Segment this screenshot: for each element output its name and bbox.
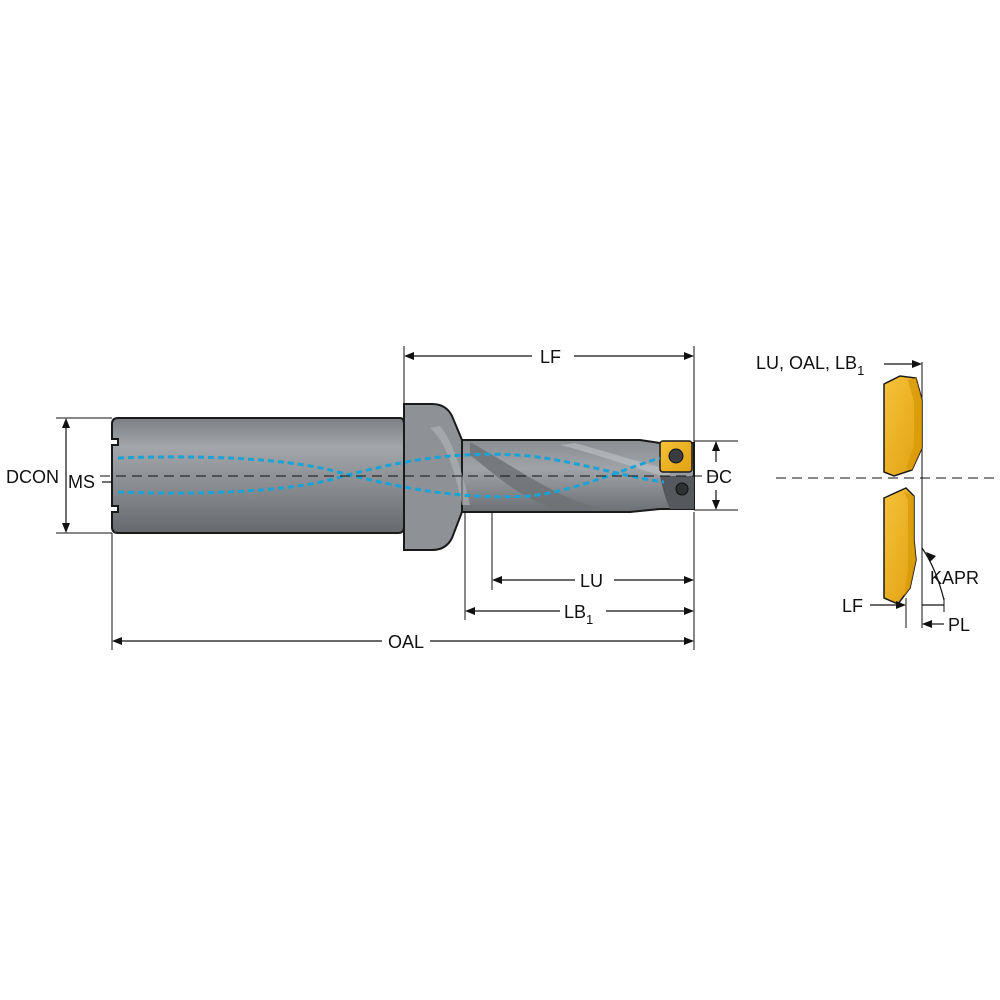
drill-body xyxy=(111,403,695,551)
lf-label: LF xyxy=(540,347,561,367)
flute-highlight xyxy=(560,443,670,478)
lb1-label: LB1 xyxy=(564,602,593,627)
dim-lu xyxy=(491,512,695,650)
flute-shading-2 xyxy=(430,426,470,505)
dim-oal xyxy=(111,533,694,650)
dc-label: DC xyxy=(706,467,732,487)
insert-lf-arrow xyxy=(896,601,906,609)
upper-insert-facet xyxy=(906,378,922,470)
kapr-label: KAPR xyxy=(930,568,979,588)
insert-screw-icon xyxy=(668,448,684,464)
lu-label: LU xyxy=(580,571,603,591)
coolant-channel-upper xyxy=(117,455,661,499)
dim-dc xyxy=(694,440,738,511)
insert-title-arrow xyxy=(912,360,922,368)
insert-lf-label: LF xyxy=(842,596,863,616)
inner-insert-screw-icon xyxy=(675,482,689,496)
coolant-channel-lower xyxy=(117,452,665,495)
pl-label: PL xyxy=(948,615,970,635)
dim-lb1 xyxy=(464,512,694,620)
insert-title-label: LU, OAL, LB1 xyxy=(756,353,864,378)
kapr-arrow xyxy=(926,552,936,562)
drill-flange xyxy=(403,403,463,551)
lower-insert-facet xyxy=(904,492,916,596)
pl-arrow xyxy=(922,620,932,628)
kapr-arc xyxy=(921,547,945,601)
dcon-label: DCON xyxy=(6,467,59,487)
dim-lf xyxy=(403,346,695,443)
insert-detail: LU, OAL, LB1 KAPR LF PL xyxy=(756,353,1000,635)
dim-dcon xyxy=(56,417,112,534)
oal-label: OAL xyxy=(388,632,424,652)
ms-label: MS xyxy=(68,472,95,492)
